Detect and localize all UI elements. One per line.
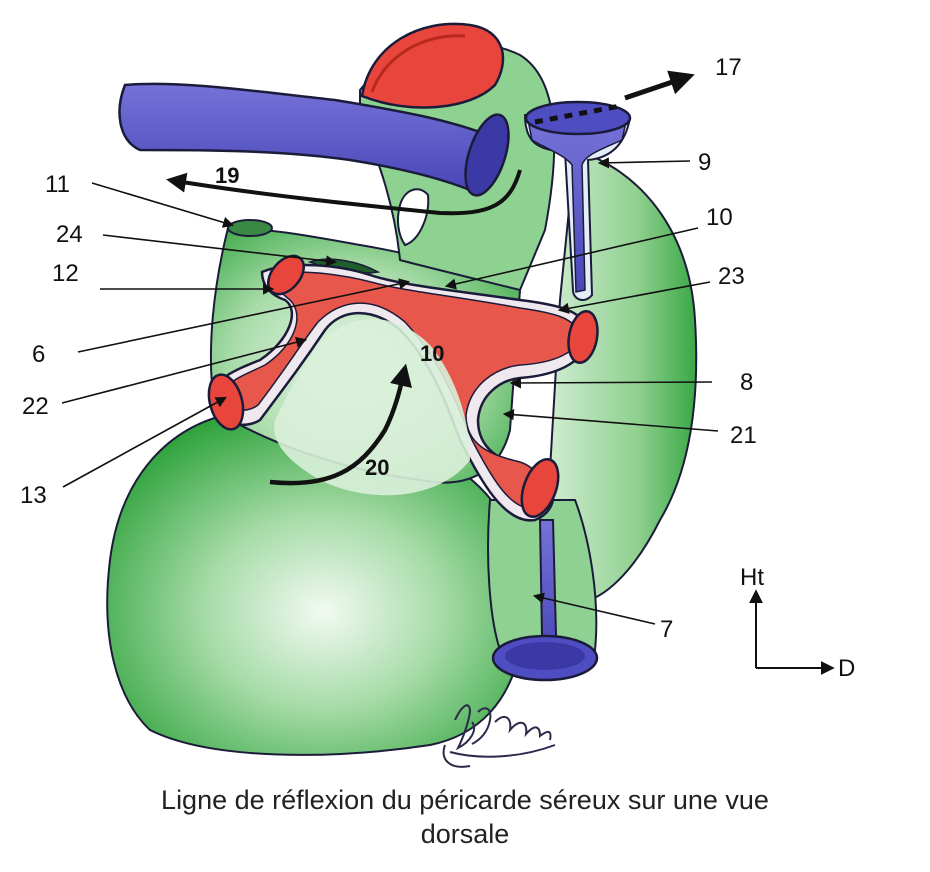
svc-opening [524, 100, 632, 136]
label-20: 20 [365, 455, 389, 480]
oblique-opening [227, 219, 273, 237]
svc-blue-stripe [527, 119, 627, 293]
figure-caption-line-2: dorsale [420, 819, 510, 849]
orientation-axes: Ht D [740, 564, 855, 682]
label-7: 7 [660, 616, 673, 643]
arrow-17 [624, 70, 695, 101]
label-17: 17 [715, 54, 742, 81]
label-19: 19 [215, 163, 239, 188]
brachiocephalic-vein [118, 82, 502, 192]
figure-caption-line-1: Ligne de réflexion du péricarde séreux s… [161, 785, 769, 815]
label-12: 12 [52, 260, 79, 287]
arrow-20 [269, 363, 412, 486]
aorta [360, 22, 505, 109]
transverse-sinus-opening [396, 188, 430, 247]
label-11: 11 [45, 171, 70, 198]
label-13: 13 [20, 482, 47, 509]
label-10-upper: 10 [706, 204, 733, 231]
orientation-right-label: D [838, 655, 855, 682]
aorta-shading [370, 34, 466, 93]
label-24: 24 [56, 221, 83, 248]
oblique-sinus [274, 318, 470, 496]
ivc-opening-inner [505, 642, 585, 670]
label-10-center: 10 [420, 341, 444, 366]
label-22: 22 [22, 393, 49, 420]
orientation-up-label: Ht [740, 564, 764, 591]
label-21: 21 [730, 422, 757, 449]
leader-lines [61, 157, 719, 625]
label-23: 23 [718, 263, 745, 290]
arrow-19 [166, 169, 522, 216]
label-9: 9 [698, 149, 711, 176]
label-8: 8 [740, 369, 753, 396]
brachiocephalic-vein-opening [464, 113, 510, 197]
artist-signature [442, 704, 556, 768]
pulmonary-vein-lower-right [520, 458, 560, 518]
label-6: 6 [32, 341, 45, 368]
pulmonary-vein-upper-right [567, 310, 599, 364]
